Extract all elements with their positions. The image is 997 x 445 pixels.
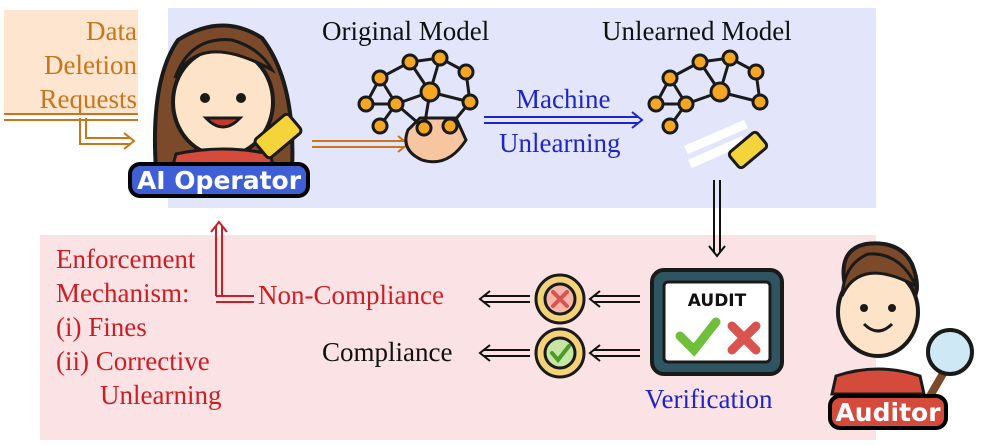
eraser-icon	[253, 112, 303, 160]
auditor-avatar	[830, 241, 926, 396]
data-deletion-requests-text: Data Deletion Requests	[40, 14, 138, 116]
approve-to-compliance-arrow	[478, 344, 530, 362]
request-line: Data	[86, 16, 137, 46]
auditor-badge-text: Auditor	[835, 397, 941, 427]
process-line-2: Unlearning	[499, 128, 621, 158]
non-compliance-label: Non-Compliance	[258, 280, 444, 310]
enforcement-line: (i) Fines	[56, 312, 147, 342]
enforcement-line: Mechanism:	[56, 278, 190, 308]
auditor-badge: Auditor	[828, 394, 948, 430]
request-line: Requests	[39, 84, 138, 114]
original-model-brain-icon	[357, 49, 479, 164]
audit-board-icon	[650, 268, 784, 376]
request-arrow	[79, 118, 136, 150]
process-line-1: Machine	[516, 84, 611, 114]
verification-label: Verification	[645, 384, 773, 414]
audit-to-approve-arrow	[588, 344, 640, 362]
audit-to-reject-arrow	[588, 290, 640, 308]
request-panel-underline	[4, 113, 138, 121]
machine-unlearning-arrow	[484, 111, 644, 129]
enforcement-mechanism-text: Enforcement Mechanism: (i) Fines (ii) Co…	[56, 242, 221, 412]
enforcement-line: (ii) Corrective	[56, 346, 210, 376]
original-model-label: Original Model	[322, 16, 490, 46]
audit-board-text: AUDIT	[688, 291, 747, 311]
approve-icon	[534, 327, 586, 379]
model-to-audit-arrow	[708, 180, 726, 258]
enforcement-line: Unlearning	[100, 380, 222, 410]
magnifier-icon	[926, 328, 974, 400]
enforcement-arrow	[210, 220, 254, 303]
reject-to-noncompliance-arrow	[478, 290, 530, 308]
enforcement-line: Enforcement	[56, 244, 196, 274]
ai-operator-badge: AI Operator	[128, 162, 310, 198]
ai-operator-badge-text: AI Operator	[136, 165, 302, 195]
reject-icon	[534, 273, 586, 325]
compliance-label: Compliance	[322, 337, 453, 367]
request-panel	[4, 10, 138, 114]
unlearned-model-label: Unlearned Model	[602, 16, 792, 46]
operator-to-model-arrow	[312, 135, 410, 153]
request-line: Deletion	[44, 50, 137, 80]
unlearned-model-brain-icon	[647, 49, 769, 170]
